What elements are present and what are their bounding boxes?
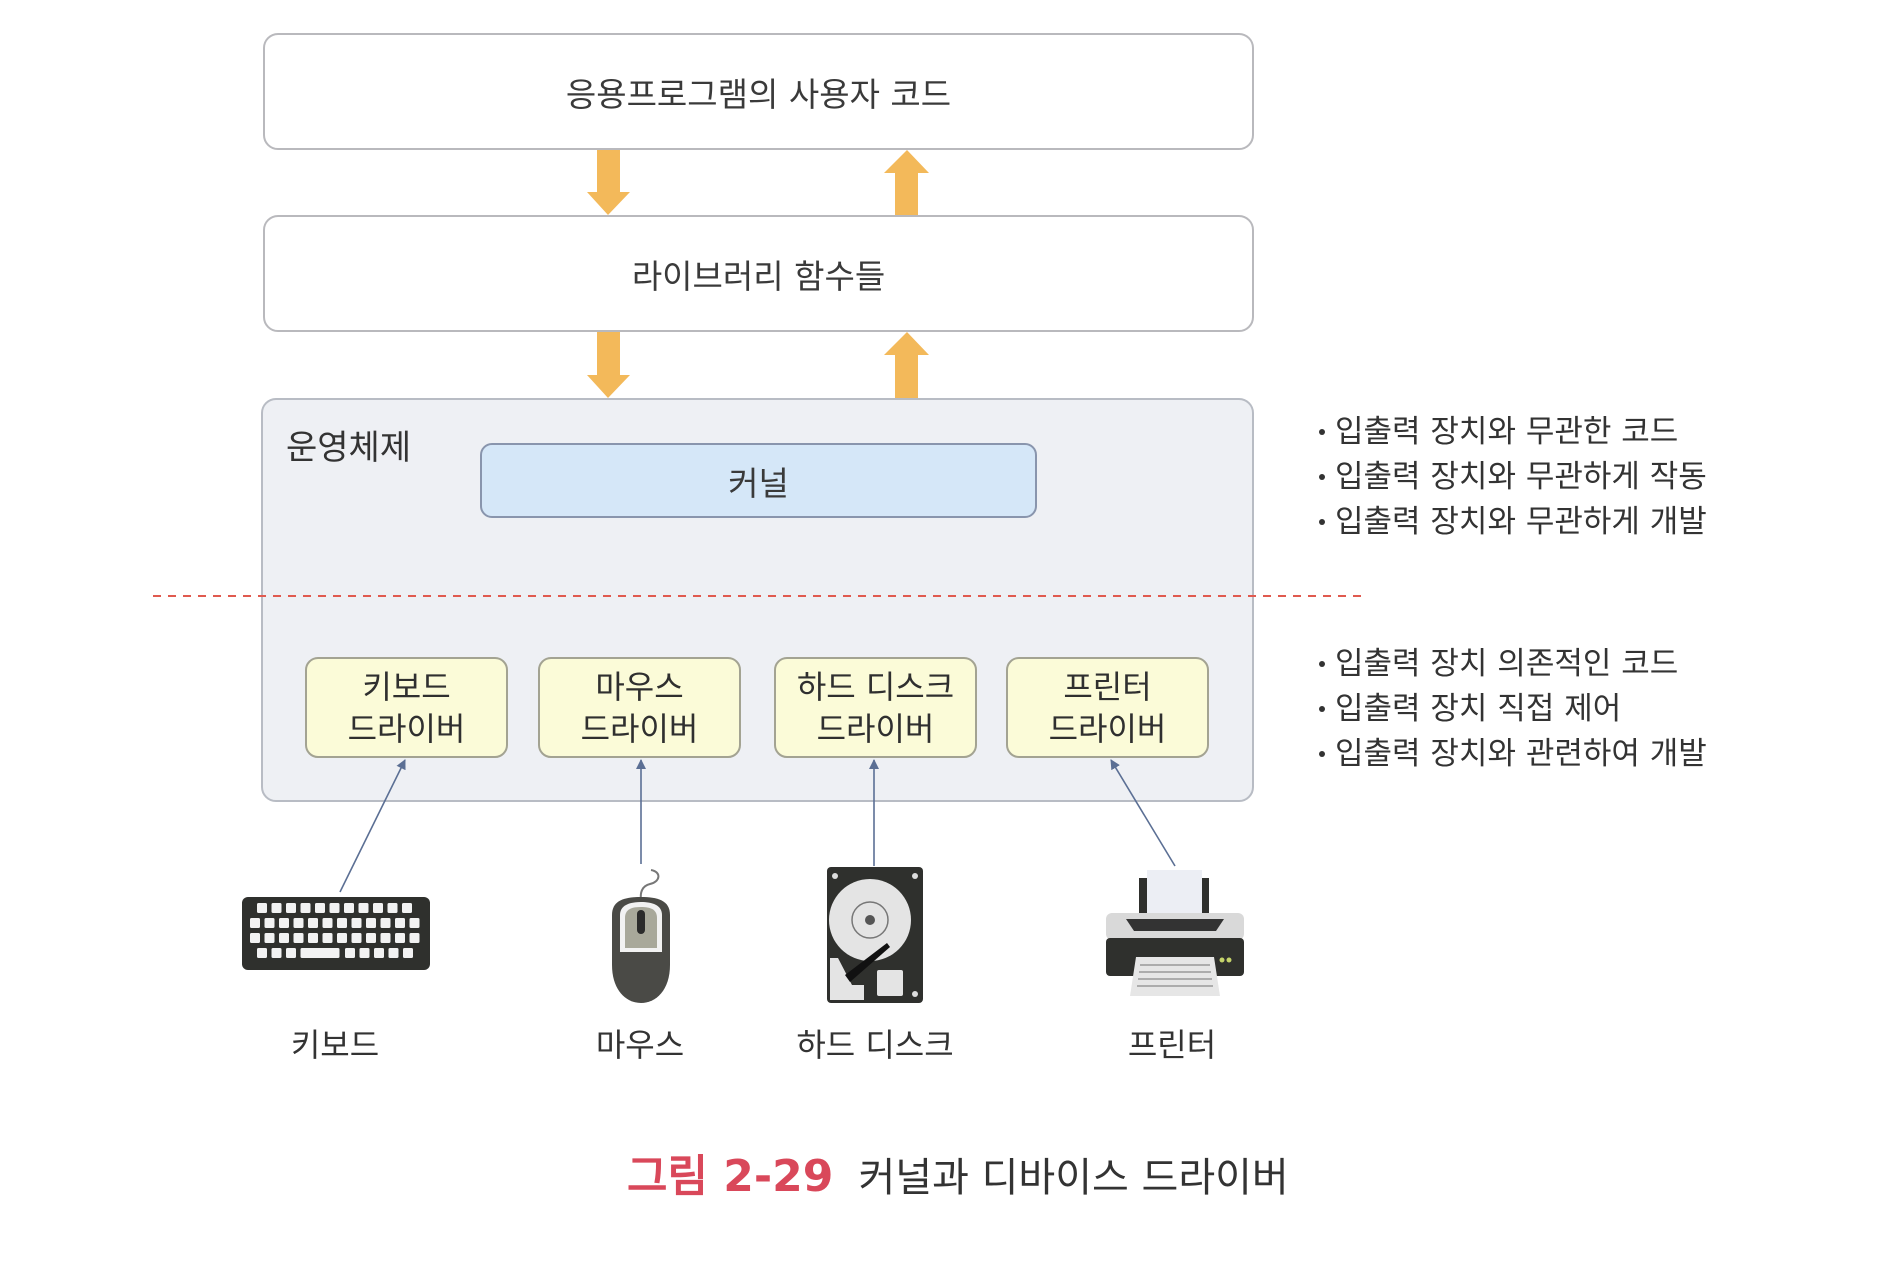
down-arrow-library-to-os <box>587 332 630 398</box>
os-label: 운영체제 <box>286 428 412 468</box>
note-text: 입출력 장치 의존적인 코드 <box>1335 646 1679 682</box>
library-label: 라이브러리 함수들 <box>631 256 886 296</box>
driver-name: 프린터 <box>1063 667 1152 706</box>
device-label-mouse: 마우스 <box>595 1026 685 1064</box>
kernel-box: 커널 <box>480 443 1037 518</box>
kernel-label: 커널 <box>728 463 789 503</box>
mouse-icon <box>612 869 670 1003</box>
note-item: 입출력 장치와 관련하여 개발 <box>1319 732 1707 777</box>
note-item: 입출력 장치와 무관한 코드 <box>1319 410 1707 455</box>
printer-driver-box: 프린터 드라이버 <box>1006 657 1209 758</box>
app-code-box: 응용프로그램의 사용자 코드 <box>263 33 1254 150</box>
up-arrow-library-to-app <box>884 150 929 215</box>
driver-name: 하드 디스크 <box>796 667 955 706</box>
bullet-icon <box>1319 428 1325 435</box>
device-dependent-notes: 입출력 장치 의존적인 코드 입출력 장치 직접 제어 입출력 장치와 관련하여… <box>1319 642 1707 777</box>
hard-disk-driver-box: 하드 디스크 드라이버 <box>774 657 977 758</box>
device-label-hard-disk: 하드 디스크 <box>796 1026 954 1064</box>
keyboard-icon <box>242 897 430 970</box>
up-arrow-os-to-library <box>884 332 929 398</box>
driver-suffix: 드라이버 <box>580 709 699 748</box>
note-text: 입출력 장치와 무관한 코드 <box>1335 414 1679 450</box>
note-item: 입출력 장치 직접 제어 <box>1319 687 1707 732</box>
driver-name: 키보드 <box>362 667 451 706</box>
note-text: 입출력 장치 직접 제어 <box>1335 691 1622 727</box>
figure-caption: 그림 2-29 커널과 디바이스 드라이버 <box>627 1140 1289 1204</box>
bullet-icon <box>1319 660 1325 667</box>
driver-suffix: 드라이버 <box>1048 709 1167 748</box>
note-text: 입출력 장치와 무관하게 개발 <box>1335 504 1707 540</box>
device-label-printer: 프린터 <box>1127 1026 1217 1064</box>
note-item: 입출력 장치와 무관하게 개발 <box>1319 500 1707 545</box>
app-code-label: 응용프로그램의 사용자 코드 <box>565 74 952 114</box>
bullet-icon <box>1319 750 1325 757</box>
note-text: 입출력 장치와 관련하여 개발 <box>1335 736 1707 772</box>
library-box: 라이브러리 함수들 <box>263 215 1254 332</box>
driver-suffix: 드라이버 <box>347 709 466 748</box>
note-item: 입출력 장치와 무관하게 작동 <box>1319 455 1707 500</box>
down-arrow-app-to-library <box>587 150 630 215</box>
note-item: 입출력 장치 의존적인 코드 <box>1319 642 1707 687</box>
printer-icon <box>1106 870 1244 996</box>
bullet-icon <box>1319 473 1325 480</box>
device-label-keyboard: 키보드 <box>290 1026 380 1064</box>
hard-disk-icon <box>827 867 923 1003</box>
mouse-driver-box: 마우스 드라이버 <box>538 657 741 758</box>
keyboard-driver-box: 키보드 드라이버 <box>305 657 508 758</box>
driver-suffix: 드라이버 <box>816 709 935 748</box>
bullet-icon <box>1319 705 1325 712</box>
figure-title: 커널과 디바이스 드라이버 <box>858 1155 1289 1201</box>
driver-name: 마우스 <box>595 667 684 706</box>
figure-number: 그림 2-29 <box>627 1151 834 1202</box>
note-text: 입출력 장치와 무관하게 작동 <box>1335 459 1707 495</box>
device-independent-notes: 입출력 장치와 무관한 코드 입출력 장치와 무관하게 작동 입출력 장치와 무… <box>1319 410 1707 545</box>
bullet-icon <box>1319 518 1325 525</box>
